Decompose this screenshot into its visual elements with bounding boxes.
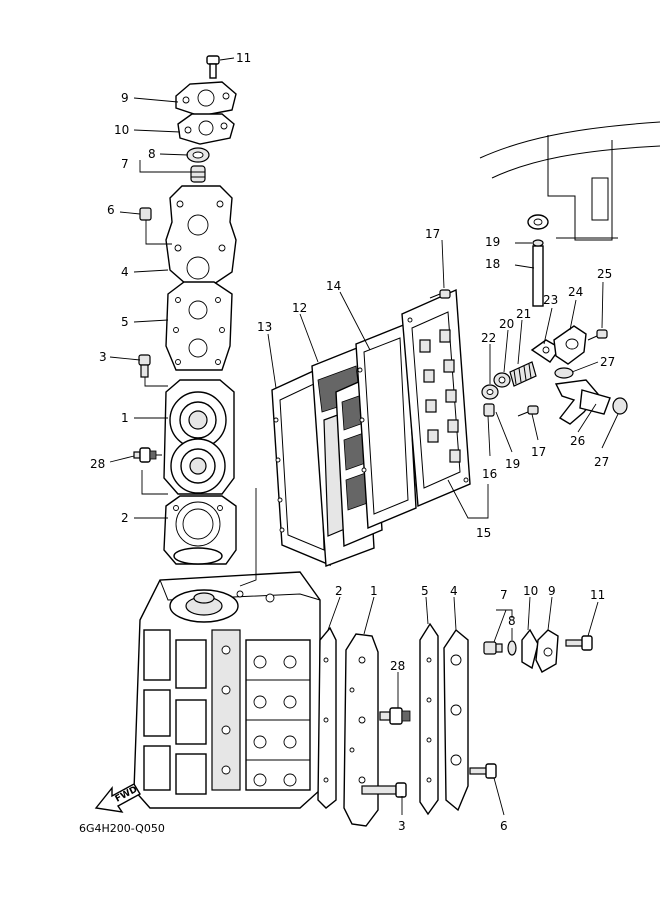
leader-lines <box>109 57 619 816</box>
callout-4-left: 4 <box>121 265 129 279</box>
spark-plug-28-right <box>379 707 411 725</box>
gasket-2-right <box>317 626 337 809</box>
grommet-19-top <box>532 239 544 247</box>
head-gasket-5 <box>165 281 233 371</box>
callout-7-top: 7 <box>121 157 129 171</box>
clamp-27-top <box>554 367 574 379</box>
valve-20 <box>493 372 511 388</box>
oil-seal-8-top <box>186 147 210 163</box>
cover-9-right <box>535 629 559 673</box>
callouts: 11 9 10 8 7 6 4 5 3 1 28 2 17 19 18 25 2… <box>90 51 615 833</box>
callout-21: 21 <box>516 307 531 321</box>
bolt-6-right <box>469 763 497 779</box>
callout-3-left: 3 <box>99 350 107 364</box>
engine-context-outline <box>479 121 661 241</box>
bolt-17-right <box>517 405 539 417</box>
cylinder-block <box>133 571 321 809</box>
callout-17-right: 17 <box>531 445 546 459</box>
callout-8-top: 8 <box>148 147 156 161</box>
callout-7-right: 7 <box>500 588 508 602</box>
callout-13: 13 <box>257 320 272 334</box>
callout-11-right: 11 <box>590 588 605 602</box>
thermostat-cover-24 <box>553 325 587 365</box>
callout-18: 18 <box>485 257 500 271</box>
callout-17-top: 17 <box>425 227 440 241</box>
callout-12: 12 <box>292 301 307 315</box>
bolt-17-top <box>429 289 451 299</box>
callout-14: 14 <box>326 279 341 293</box>
plug-7-top <box>190 165 206 183</box>
spark-plug-28-left <box>133 447 162 463</box>
callout-27-right: 27 <box>594 455 609 469</box>
callout-27-top: 27 <box>600 355 615 369</box>
hose-26 <box>554 379 611 425</box>
callout-20: 20 <box>499 317 514 331</box>
callout-3-right: 3 <box>398 819 406 833</box>
callout-28-left: 28 <box>90 457 105 471</box>
callout-6-right: 6 <box>500 819 508 833</box>
diagram-code: 6G4H200-Q050 <box>79 822 165 835</box>
callout-10-top: 10 <box>114 123 129 137</box>
bolt-11-top <box>206 55 220 79</box>
callout-15: 15 <box>476 526 491 540</box>
gasket-10-right <box>521 628 539 670</box>
callout-16: 16 <box>482 467 497 481</box>
seal-8-right <box>507 640 517 656</box>
callout-19-right: 19 <box>505 457 520 471</box>
callout-1-right: 1 <box>370 584 378 598</box>
gasket-5-side <box>419 622 439 816</box>
callout-23: 23 <box>543 293 558 307</box>
callout-19-top: 19 <box>485 235 500 249</box>
callout-2-left: 2 <box>121 511 129 525</box>
head-4-side <box>443 628 469 812</box>
bolt-11-right <box>565 635 593 651</box>
exhaust-outer-cover-15 <box>401 288 471 508</box>
callout-28-right: 28 <box>390 659 405 673</box>
clamp-27-right <box>612 397 628 415</box>
callout-9-top: 9 <box>121 91 129 105</box>
gasket-2-left <box>163 495 237 565</box>
callout-5-left: 5 <box>121 315 129 329</box>
callout-24: 24 <box>568 285 583 299</box>
bolt-3-left <box>138 354 151 378</box>
callout-6-top: 6 <box>107 203 115 217</box>
callout-5-right: 5 <box>421 584 429 598</box>
bolt-25 <box>587 329 608 341</box>
callout-8-right: 8 <box>508 614 516 628</box>
callout-22: 22 <box>481 331 496 345</box>
cylinder-head-4 <box>165 185 237 285</box>
callout-25: 25 <box>597 267 612 281</box>
callout-2-right: 2 <box>335 584 343 598</box>
callout-9-right: 9 <box>548 584 556 598</box>
cover-9-top <box>175 81 237 117</box>
gasket-10-top <box>177 113 235 145</box>
grommet-16 <box>483 403 495 417</box>
callout-26: 26 <box>570 434 585 448</box>
bolt-6-top <box>139 207 152 221</box>
cylinder-head-cover-1 <box>163 379 235 495</box>
callout-1-left: 1 <box>121 411 129 425</box>
gasket-14 <box>355 322 417 530</box>
bolt-3-right <box>361 782 407 798</box>
part-22 <box>481 384 499 400</box>
thermostat-21 <box>509 361 537 387</box>
head-cover-1-side <box>343 633 379 827</box>
callout-4-right: 4 <box>450 584 458 598</box>
callout-11-top: 11 <box>236 51 251 65</box>
fwd-arrow: FWD <box>94 783 141 813</box>
plug-7-right <box>483 641 503 655</box>
callout-10-right: 10 <box>523 584 538 598</box>
